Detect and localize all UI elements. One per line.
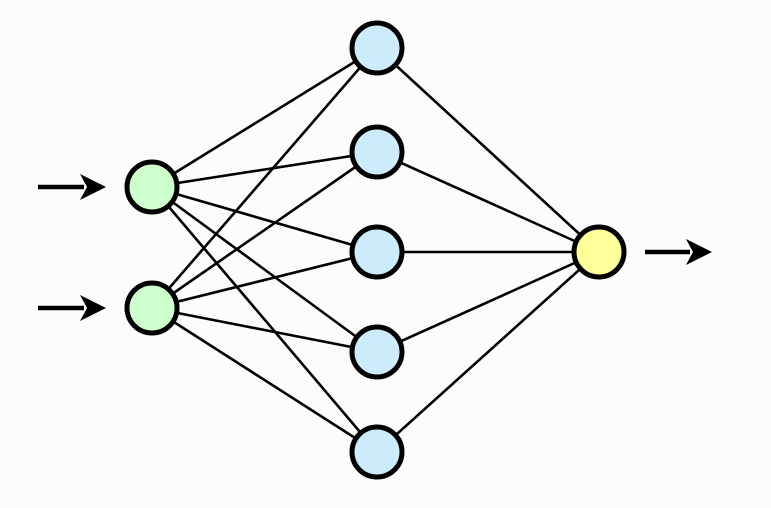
node-h4: [349, 324, 405, 380]
hidden-layer-node-4: [349, 324, 405, 380]
edge-i2-h3: [150, 250, 379, 310]
node-h1: [349, 20, 405, 76]
edge-i1-h1: [150, 46, 379, 189]
edge-i2-h1: [150, 46, 379, 310]
node-layer: [124, 20, 627, 480]
input-layer-node-1: [124, 159, 180, 215]
edge-i2-h2: [150, 150, 379, 310]
output-layer-node-1: [571, 224, 627, 280]
input-arrow-1-head: [80, 174, 106, 200]
edge-i1-h5: [150, 185, 379, 454]
edge-h2-o1: [375, 150, 601, 254]
edge-i2-h4: [150, 306, 379, 354]
edge-i1-h4: [150, 185, 379, 354]
edge-i1-h2: [150, 150, 379, 189]
input-arrow-2: [38, 295, 106, 321]
node-i1: [124, 159, 180, 215]
node-h3: [349, 224, 405, 280]
input-arrow-2-head: [80, 295, 106, 321]
node-i2: [124, 280, 180, 336]
edge-layer: [150, 46, 601, 454]
input-layer-node-2: [124, 280, 180, 336]
edge-h5-o1: [375, 250, 601, 454]
output-arrow-1-head: [686, 239, 712, 265]
hidden-layer-node-2: [349, 124, 405, 180]
node-h2: [349, 124, 405, 180]
hidden-layer-node-1: [349, 20, 405, 76]
edge-h1-o1: [375, 46, 601, 254]
io-arrow-layer: [38, 174, 712, 321]
edge-i1-h3: [150, 185, 379, 254]
hidden-layer-node-3: [349, 224, 405, 280]
edge-i2-h5: [150, 306, 379, 454]
output-arrow-1: [645, 239, 712, 265]
edge-h4-o1: [375, 250, 601, 354]
node-h5: [349, 424, 405, 480]
hidden-layer-node-5: [349, 424, 405, 480]
input-arrow-1: [38, 174, 106, 200]
node-o1: [571, 224, 627, 280]
